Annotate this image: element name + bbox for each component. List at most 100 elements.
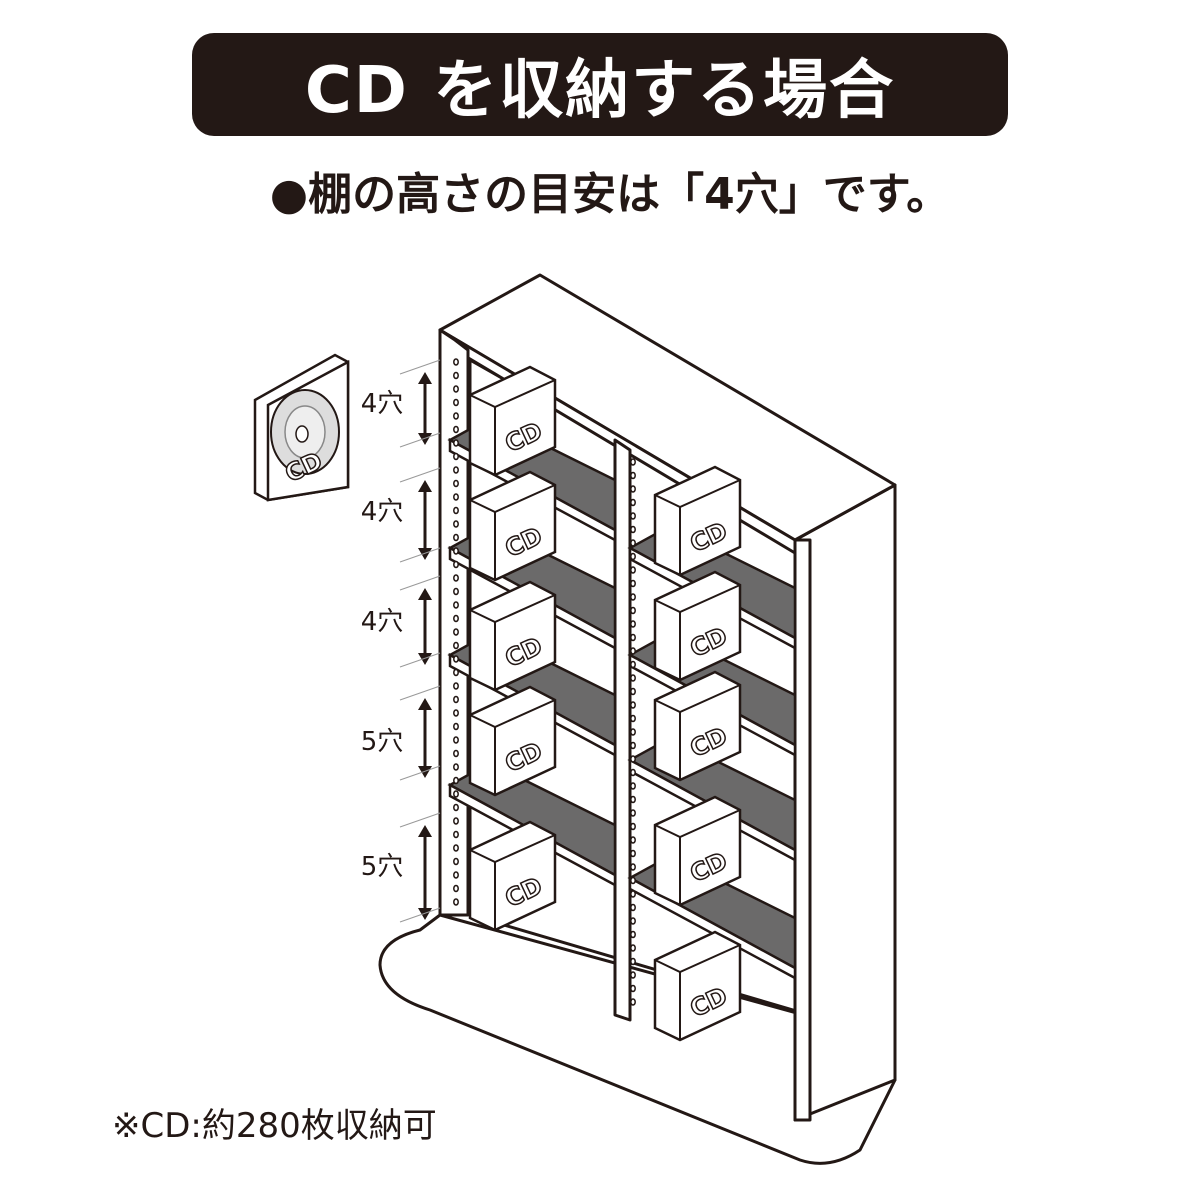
pin-hole [630,876,636,885]
pin-hole [453,560,459,569]
pin-hole [630,674,636,682]
pin-hole [453,506,459,515]
shelf-height-indicator: 5穴 [361,685,441,781]
pin-hole [453,533,459,542]
pin-hole [630,782,636,790]
pin-hole [630,890,636,898]
pin-hole [630,498,636,507]
cd-stack: CD [468,580,557,692]
pin-hole [453,749,459,758]
pin-hole [630,525,636,534]
pin-hole [453,871,459,879]
cd-stack: CD [468,470,557,582]
pin-hole [630,984,636,993]
left-side-panel [438,328,470,917]
pin-hole [630,930,636,939]
pin-hole [453,628,459,636]
shelf-height-label: 4穴 [361,497,404,527]
shelf-height-label: 4穴 [361,389,404,419]
pin-hole [453,425,459,434]
shelf-height-indicator: 4穴 [361,467,441,563]
pin-hole [630,512,636,520]
pin-hole [453,722,459,731]
cd-stack: CD [468,685,557,797]
pin-hole [630,714,636,723]
page-title: CD を収納する場合 [192,33,1008,136]
pin-hole [630,822,636,831]
pin-hole [630,917,636,925]
shelf-height-label: 5穴 [361,852,404,882]
pin-hole [630,687,636,696]
pin-hole [630,903,636,912]
shelf-height-indicator: 4穴 [361,575,441,668]
pin-hole [630,944,636,952]
pin-hole [630,566,636,574]
pin-hole [453,493,459,501]
pin-hole [453,763,459,771]
pin-hole [453,790,459,798]
pin-hole [453,844,459,852]
shelf-height-indicator: 5穴 [361,812,441,923]
pin-hole [453,817,459,825]
pin-hole [630,768,636,777]
pin-hole [453,412,459,420]
pin-hole [630,660,636,669]
pin-hole [453,857,459,866]
pin-hole [630,957,636,966]
cd-stack: CD [653,570,742,682]
pin-hole [453,587,459,596]
cd-case-icon: CD [253,353,350,502]
pin-hole [453,371,459,380]
center-divider [613,438,632,1022]
footnote-capacity: ※CD:約280枚収納可 [112,1106,437,1146]
pin-hole [453,479,459,488]
pin-hole [630,539,636,547]
pin-hole [630,795,636,804]
pin-hole [630,728,636,736]
pin-hole [453,574,459,582]
pin-hole [453,695,459,704]
pin-hole [453,898,459,906]
pin-hole [453,547,459,555]
pin-hole [630,579,636,588]
pin-hole [630,593,636,601]
pin-hole [453,682,459,690]
pin-hole [453,614,459,623]
pin-hole [453,439,459,447]
pin-hole [630,971,636,979]
pin-hole [630,849,636,858]
pin-hole [630,701,636,709]
cd-stack: CD [653,795,742,907]
pin-hole [630,998,636,1006]
pin-hole [630,647,636,655]
pin-hole [453,803,459,812]
pin-hole [453,736,459,744]
pin-hole [630,552,636,561]
pin-hole [453,358,459,366]
shelf-height-indicator: 4穴 [361,359,441,448]
cd-stack: CD [653,670,742,782]
cd-stack: CD [653,930,742,1042]
pin-hole [630,485,636,493]
pin-hole [630,620,636,628]
pin-hole [453,655,459,663]
base-plinth [378,913,897,1165]
pin-hole [630,863,636,871]
cd-stack: CD [653,465,742,577]
shelf-height-label: 5穴 [361,727,404,757]
pin-hole [630,633,636,642]
right-side-front-edge [793,538,812,1122]
pin-hole [453,398,459,407]
shelf-front-edge [628,875,797,981]
pin-hole [453,668,459,677]
pin-hole [630,836,636,844]
pin-hole [630,458,636,466]
pin-hole [453,830,459,839]
pin-hole [630,809,636,817]
pin-hole [453,601,459,609]
pin-hole [453,520,459,528]
pin-hole [453,385,459,393]
cd-stack: CD [468,365,557,477]
pin-hole [630,755,636,763]
cd-stack: CD [468,820,557,932]
